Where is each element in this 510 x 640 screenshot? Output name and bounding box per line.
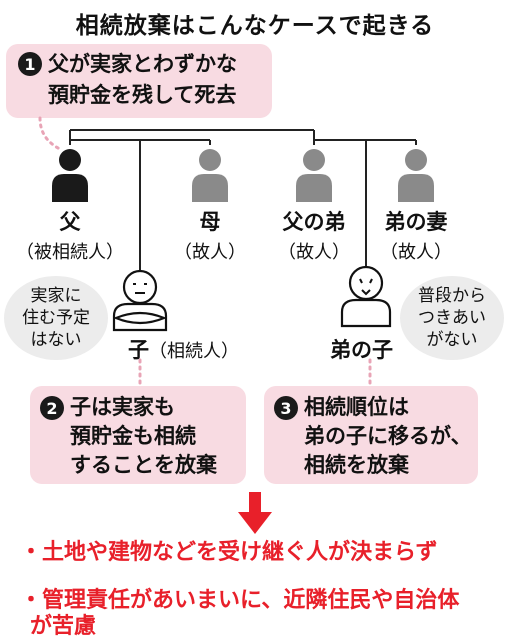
uncle-label: 父の弟 （故人） xyxy=(264,206,364,264)
child-thought-text: 実家に 住む予定 はない xyxy=(22,286,90,350)
result-line-3: が苦慮 xyxy=(30,614,97,639)
step-1-box: 1 父が実家とわずかな 預貯金を残して死去 xyxy=(6,44,272,118)
step-2-line-3: することを放棄 xyxy=(70,453,217,477)
father-name: 父 xyxy=(59,210,81,234)
mother-person-icon xyxy=(192,149,228,202)
mother-role: （故人） xyxy=(174,242,246,263)
cousin-thought-bubble: 普段から つきあい がない xyxy=(400,276,504,360)
step-3-line-2: 弟の子に移るが、 xyxy=(304,424,472,448)
uncle-role: （故人） xyxy=(278,242,350,263)
result-line-1: ・土地や建物などを受け継ぐ人が決まらず xyxy=(20,540,438,565)
uncle-wife-person-icon xyxy=(398,149,434,202)
step-3-line-1: 相続順位は xyxy=(304,395,409,419)
step-1-connector xyxy=(38,116,64,152)
step-1-number: 1 xyxy=(18,52,42,76)
cousin-face-icon xyxy=(359,278,373,296)
child-role: （相続人） xyxy=(149,341,239,362)
child-name: 子 xyxy=(128,338,149,362)
mother-label: 母 （故人） xyxy=(160,206,260,264)
cousin-person-icon xyxy=(340,265,392,328)
step-3-line-3: 相続を放棄 xyxy=(304,453,409,477)
step-2-number: 2 xyxy=(40,396,64,420)
uncle-wife-label: 弟の妻 （故人） xyxy=(366,206,466,264)
diagram-title: 相続放棄はこんなケースで起きる xyxy=(75,13,435,39)
step-3-number: 3 xyxy=(274,396,298,420)
step-2-line-2: 預貯金も相続 xyxy=(70,424,196,448)
step-1-line-2: 預貯金を残して死去 xyxy=(48,83,237,107)
step-2-box: 2 子は実家も 預貯金も相続 することを放棄 xyxy=(30,386,246,484)
step-1-line-1: 父が実家とわずかな xyxy=(48,52,237,76)
father-role: （被相続人） xyxy=(16,242,124,263)
step-2-line-1: 子は実家も xyxy=(70,395,175,419)
uncle-wife-name: 弟の妻 xyxy=(384,210,448,234)
step-3-box: 3 相続順位は 弟の子に移るが、 相続を放棄 xyxy=(264,386,478,484)
child-person-icon xyxy=(112,269,168,332)
father-label: 父 （被相続人） xyxy=(0,206,140,264)
child-label: 子（相続人） xyxy=(128,334,239,364)
child-thought-bubble: 実家に 住む予定 はない xyxy=(4,276,108,360)
down-arrow-icon xyxy=(238,492,272,534)
cousin-name: 弟の子 xyxy=(330,338,393,362)
cousin-label: 弟の子 xyxy=(330,334,393,364)
uncle-person-icon xyxy=(296,149,332,202)
uncle-name: 父の弟 xyxy=(282,210,346,234)
father-person-icon xyxy=(52,149,88,202)
result-line-2: ・管理責任があいまいに、近隣住民や自治体 xyxy=(20,588,460,613)
mother-name: 母 xyxy=(199,210,221,234)
cousin-thought-text: 普段から つきあい がない xyxy=(418,286,486,350)
child-face-icon xyxy=(133,283,147,294)
uncle-wife-role: （故人） xyxy=(380,242,452,263)
